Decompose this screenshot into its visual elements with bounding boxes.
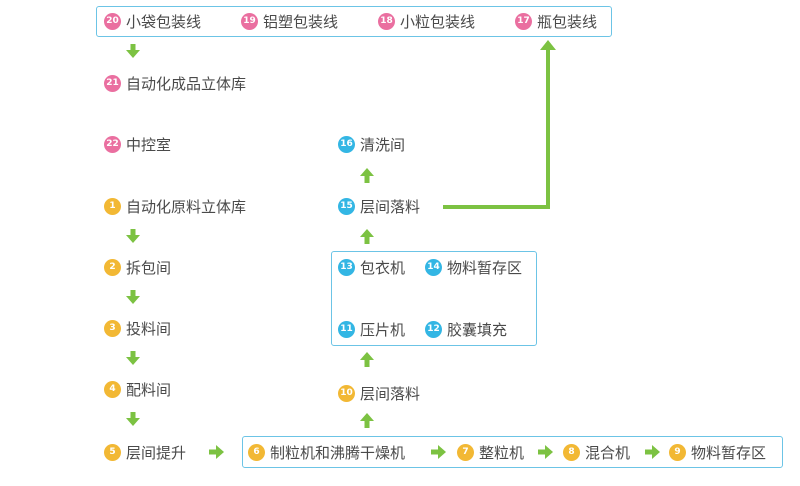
node-9: 9 物料暂存区 <box>669 441 766 463</box>
node-label: 铝塑包装线 <box>263 12 339 31</box>
node-20: 20 小袋包装线 <box>104 10 201 32</box>
node-14: 14 物料暂存区 <box>425 256 522 278</box>
node-label: 投料间 <box>126 319 172 338</box>
step-number-badge: 21 <box>104 74 121 92</box>
node-label: 自动化原料立体库 <box>126 197 247 216</box>
node-16: 16 清洗间 <box>338 133 405 155</box>
node-11: 11 压片机 <box>338 318 405 340</box>
step-number-badge: 18 <box>378 12 395 30</box>
node-label: 小粒包装线 <box>400 12 476 31</box>
step-number-badge: 13 <box>338 258 355 276</box>
arrow-10-to-11 <box>360 352 374 367</box>
step-number-badge: 7 <box>457 443 474 461</box>
step-number-badge: 4 <box>104 380 121 398</box>
node-label: 物料暂存区 <box>447 258 523 277</box>
node-label: 瓶包装线 <box>537 12 598 31</box>
node-7: 7 整粒机 <box>457 441 524 463</box>
step-number-badge: 19 <box>241 12 258 30</box>
arrow-15-to-17-head <box>540 40 556 50</box>
node-label: 拆包间 <box>126 258 172 277</box>
node-label: 层间落料 <box>360 197 421 216</box>
node-21: 21 自动化成品立体库 <box>104 72 246 94</box>
node-label: 中控室 <box>126 135 172 154</box>
step-number-badge: 11 <box>338 320 355 338</box>
arrow-5-to-6 <box>209 445 224 459</box>
node-label: 层间落料 <box>360 384 421 403</box>
node-5: 5 层间提升 <box>104 441 186 463</box>
node-4: 4 配料间 <box>104 378 171 400</box>
node-label: 混合机 <box>585 443 631 462</box>
step-number-badge: 15 <box>338 197 355 215</box>
step-number-badge: 9 <box>669 443 686 461</box>
node-label: 层间提升 <box>126 443 187 462</box>
arrow-20-to-21 <box>126 44 140 58</box>
arrow-3-to-4 <box>126 351 140 365</box>
step-number-badge: 14 <box>425 258 442 276</box>
granulation-line-group <box>242 436 783 468</box>
arrow-4-to-5 <box>126 412 140 426</box>
node-label: 清洗间 <box>360 135 406 154</box>
node-label: 制粒机和沸腾干燥机 <box>270 443 406 462</box>
node-label: 小袋包装线 <box>126 12 202 31</box>
step-number-badge: 2 <box>104 258 121 276</box>
node-10: 10 层间落料 <box>338 382 420 404</box>
arrow-8-to-9 <box>645 445 660 459</box>
arrow-6-to-7 <box>431 445 446 459</box>
step-number-badge: 1 <box>104 197 121 215</box>
step-number-badge: 8 <box>563 443 580 461</box>
node-label: 包衣机 <box>360 258 406 277</box>
node-2: 2 拆包间 <box>104 256 171 278</box>
node-label: 整粒机 <box>479 443 525 462</box>
connector-15-to-17 <box>443 50 550 209</box>
step-number-badge: 10 <box>338 384 355 402</box>
node-22: 22 中控室 <box>104 133 171 155</box>
step-number-badge: 22 <box>104 135 121 153</box>
node-label: 胶囊填充 <box>447 320 508 339</box>
arrow-15-to-16 <box>360 168 374 183</box>
step-number-badge: 6 <box>248 443 265 461</box>
step-number-badge: 5 <box>104 443 121 461</box>
arrow-1-to-2 <box>126 229 140 243</box>
step-number-badge: 16 <box>338 135 355 153</box>
node-17: 17 瓶包装线 <box>515 10 597 32</box>
step-number-badge: 12 <box>425 320 442 338</box>
node-label: 自动化成品立体库 <box>126 74 247 93</box>
step-number-badge: 3 <box>104 319 121 337</box>
node-label: 压片机 <box>360 320 406 339</box>
node-label: 配料间 <box>126 380 172 399</box>
node-1: 1 自动化原料立体库 <box>104 195 246 217</box>
step-number-badge: 20 <box>104 12 121 30</box>
packaging-lines-group <box>96 6 612 37</box>
node-18: 18 小粒包装线 <box>378 10 475 32</box>
coating-tableting-group <box>331 251 537 346</box>
arrow-13-to-15 <box>360 229 374 244</box>
node-6: 6 制粒机和沸腾干燥机 <box>248 441 405 463</box>
node-13: 13 包衣机 <box>338 256 405 278</box>
node-8: 8 混合机 <box>563 441 630 463</box>
step-number-badge: 17 <box>515 12 532 30</box>
node-19: 19 铝塑包装线 <box>241 10 338 32</box>
arrow-2-to-3 <box>126 290 140 304</box>
node-15: 15 层间落料 <box>338 195 420 217</box>
arrow-6-to-10 <box>360 413 374 428</box>
node-3: 3 投料间 <box>104 317 171 339</box>
node-label: 物料暂存区 <box>691 443 767 462</box>
node-12: 12 胶囊填充 <box>425 318 507 340</box>
arrow-7-to-8 <box>538 445 553 459</box>
